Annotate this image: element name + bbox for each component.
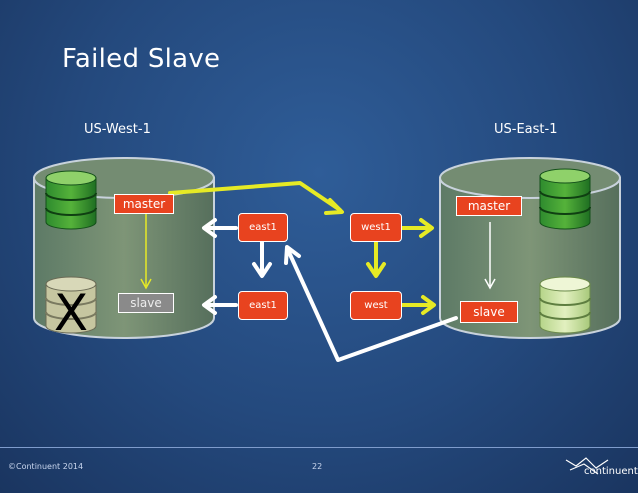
- service-east1-bottom-label: east1: [249, 300, 277, 311]
- yellow-replication-arrows: [168, 181, 436, 315]
- site-label-us-east-1: US-East-1: [494, 122, 558, 137]
- west-master-box: master: [114, 194, 174, 214]
- yellow-thin-arrow: [140, 214, 152, 290]
- east-master-label: master: [467, 199, 511, 213]
- service-east1-top: east1: [238, 213, 288, 242]
- site-label-us-west-1: US-West-1: [84, 122, 151, 137]
- footer-divider: [0, 447, 638, 448]
- database-icon: [45, 170, 97, 230]
- west-slave-box: slave: [118, 293, 174, 313]
- east-master-box: master: [456, 196, 522, 216]
- service-west-bottom: west: [350, 291, 402, 320]
- service-east1-top-label: east1: [249, 222, 277, 233]
- west-slave-label: slave: [130, 296, 162, 310]
- service-east1-bottom: east1: [238, 291, 288, 320]
- continuent-logo-icon: [565, 457, 609, 475]
- footer-copyright: ©Continuent 2014: [8, 462, 84, 471]
- east-slave-box: slave: [460, 301, 518, 323]
- failed-x-mark: X: [54, 284, 88, 342]
- east-slave-label: slave: [473, 305, 505, 319]
- database-icon: [45, 276, 97, 334]
- service-west1-top: west1: [350, 213, 402, 242]
- slide-title: Failed Slave: [62, 44, 221, 74]
- service-west1-top-label: west1: [361, 222, 391, 233]
- white-replication-arrows: [202, 218, 458, 362]
- page-number: 22: [312, 462, 323, 471]
- database-icon: [539, 168, 591, 230]
- service-west-bottom-label: west: [364, 300, 388, 311]
- logo-text: continuent: [584, 466, 638, 477]
- west-master-label: master: [122, 197, 166, 211]
- white-thin-arrow: [484, 222, 496, 290]
- database-icon: [539, 276, 591, 334]
